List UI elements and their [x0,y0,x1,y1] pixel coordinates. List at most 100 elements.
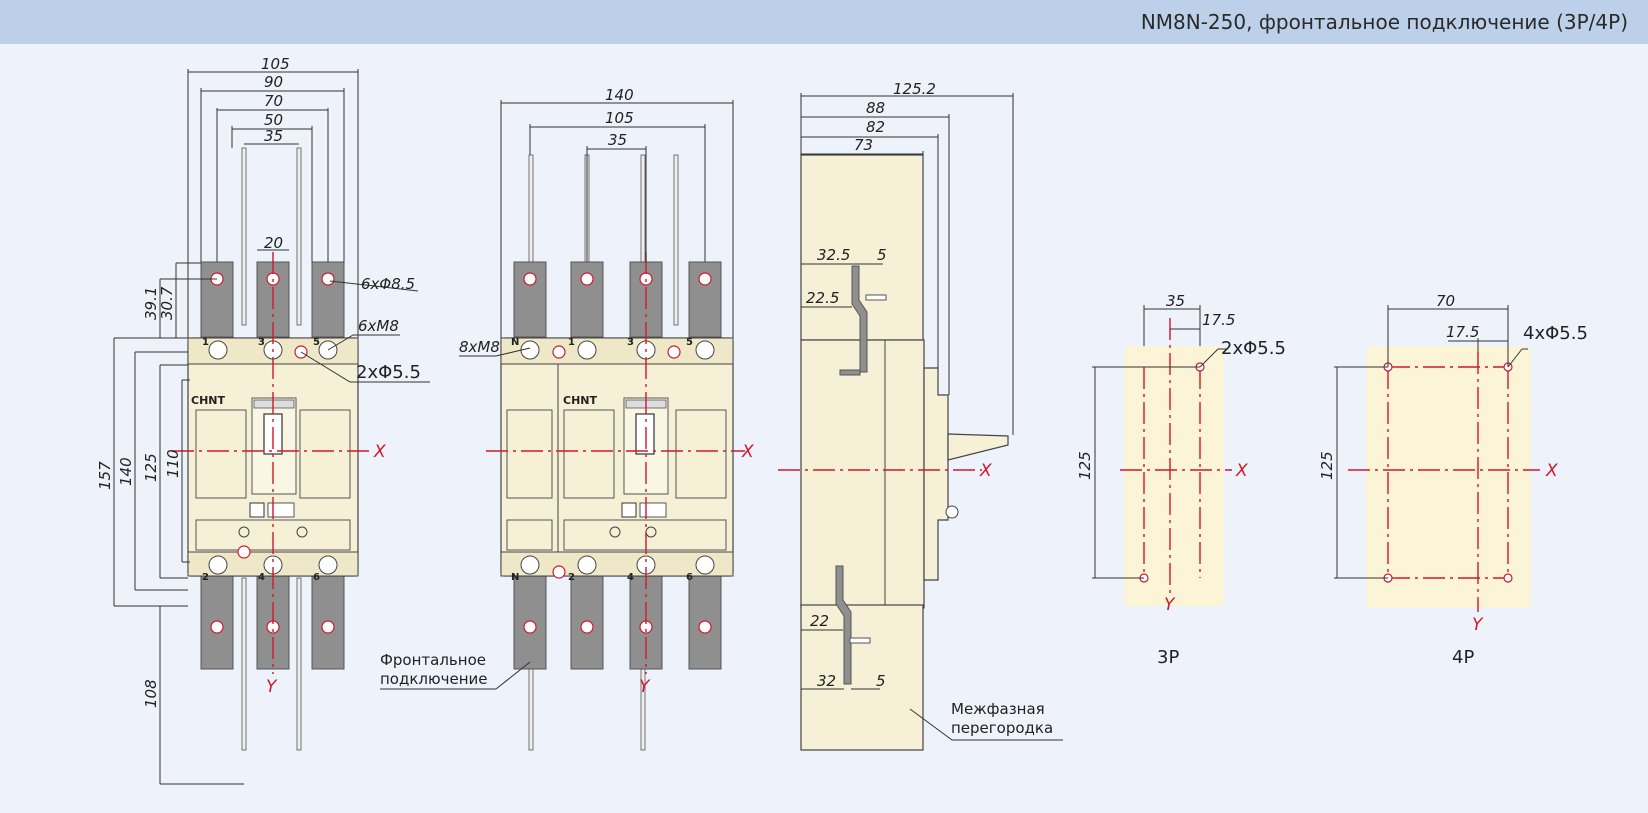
breaker-body-4p [500,337,734,577]
mount-hole-bottom [237,545,251,559]
terminal-number-6: 6 [313,572,320,583]
dim-32-5: 32.5 [817,246,850,264]
handle-profile [947,433,1009,461]
dim-35: 35 [264,127,283,145]
leader-line [495,661,531,690]
terminal-number-3: 3 [627,337,634,348]
rear-bar-bottom-right [296,577,302,751]
terminal-number-n: N [511,337,519,348]
terminal-number-2: 2 [202,572,209,583]
dim-5-lower: 5 [876,672,886,690]
barrier-label-line1: Межфазная [951,700,1045,718]
adjust-dial-left [609,526,621,538]
axis-label-x: X [741,442,754,462]
front-connection-callout: Фронтальное подключение [380,651,531,690]
bar-hole [580,620,594,634]
pole-window-right [299,409,351,499]
bar-hole [523,620,537,634]
terminal-number-1: 1 [568,337,575,348]
front-connection-label-line2: подключение [380,670,488,688]
screw-bottom-2 [208,555,228,575]
side-body [800,339,925,609]
dim-125-2: 125.2 [893,80,936,98]
bar-hole [210,620,224,634]
phase-barrier-lower [800,604,924,751]
lower-panel-n [506,519,553,551]
terminal-number-2: 2 [568,572,575,583]
rating-scale [253,399,295,409]
dim-125: 125 [142,453,160,482]
axis-label-x: X [1235,461,1248,481]
side-bolt-top [865,294,887,301]
mount-hole-bottom [552,565,566,579]
dim-20: 20 [264,234,283,252]
dim-157: 157 [96,461,114,490]
template-panel-4p [1366,346,1531,608]
dim-17-5: 17.5 [1446,323,1479,341]
left-dimension-lines [113,262,244,785]
rear-bar-left [241,147,247,326]
terminal-number-3: 3 [258,337,265,348]
axis-label-y: Y [266,677,278,697]
terminal-bar-bottom-2 [570,574,604,670]
mount-hole [1503,573,1513,583]
test-button [249,502,265,518]
dim-35: 35 [608,131,627,149]
dim-22-5: 22.5 [806,289,839,307]
bar-hole [321,620,335,634]
callout-leader-8xm8 [459,347,531,357]
template-panel-3p [1124,346,1224,606]
dim-5-upper: 5 [877,246,887,264]
bar-hole [698,620,712,634]
dim-105: 105 [605,109,634,127]
page-title: NM8N-250, фронтальное подключение (3P/4P… [1140,10,1628,34]
dim-140: 140 [605,86,634,104]
dim-140: 140 [117,457,135,486]
dim-88: 88 [866,99,885,117]
dim-32: 32 [817,672,836,690]
dim-30-7: 30.7 [158,286,176,320]
axis-label-x: X [373,442,386,462]
terminal-number-6: 6 [686,572,693,583]
screw-top-1 [208,340,228,360]
callout-2x-d5-5: 2xΦ5.5 [1221,338,1286,359]
terminal-cover-bottom [500,551,734,577]
axis-label-y: Y [639,677,651,697]
dim-39-1: 39.1 [142,287,160,320]
caption-4p: 4P [1452,647,1474,668]
pole-window-left [563,409,615,499]
side-terminal-top-base [839,369,861,376]
accessory-slot [639,502,667,518]
terminal-cover-top [500,337,734,365]
barrier-leader [909,708,953,741]
rear-bar-right [296,147,302,326]
axis-label-y: Y [1472,615,1484,635]
dim-110: 110 [164,449,182,478]
bar-hole [698,272,712,286]
side-view: X 125.2 88 82 73 32.5 5 22.5 22 32 5 Меж… [778,80,1063,751]
pole-window-left [195,409,247,499]
terminal-number-n: N [511,572,519,583]
front-view-4p: CHNT N 1 3 5 N 2 4 6 X Y [459,86,754,751]
side-knob [945,505,959,519]
dim-22: 22 [810,612,829,630]
screw-bottom-6 [318,555,338,575]
side-terminal-top [851,265,868,373]
screw [577,555,597,575]
callout-6x-d8-5: 6xΦ8.5 [361,275,415,293]
axis-label-x: X [979,461,992,481]
dim-125: 125 [1318,451,1336,480]
screw [520,555,540,575]
screw [695,555,715,575]
test-button [621,502,637,518]
top-dimension-lines-4p [500,100,734,338]
mounting-template-4p: 70 17.5 125 4xΦ5.5 X Y 4P [1318,292,1588,668]
top-dimension-lines [187,69,359,338]
template-4p-dimensions [1334,305,1528,579]
dim-73: 73 [854,136,873,154]
brand-logo: CHNT [191,394,225,407]
terminal-number-4: 4 [258,572,265,583]
front-cover-step [923,367,949,581]
dim-70: 70 [264,92,283,110]
drawing-area: CHNT 1 3 5 2 4 6 X Y [0,44,1648,813]
